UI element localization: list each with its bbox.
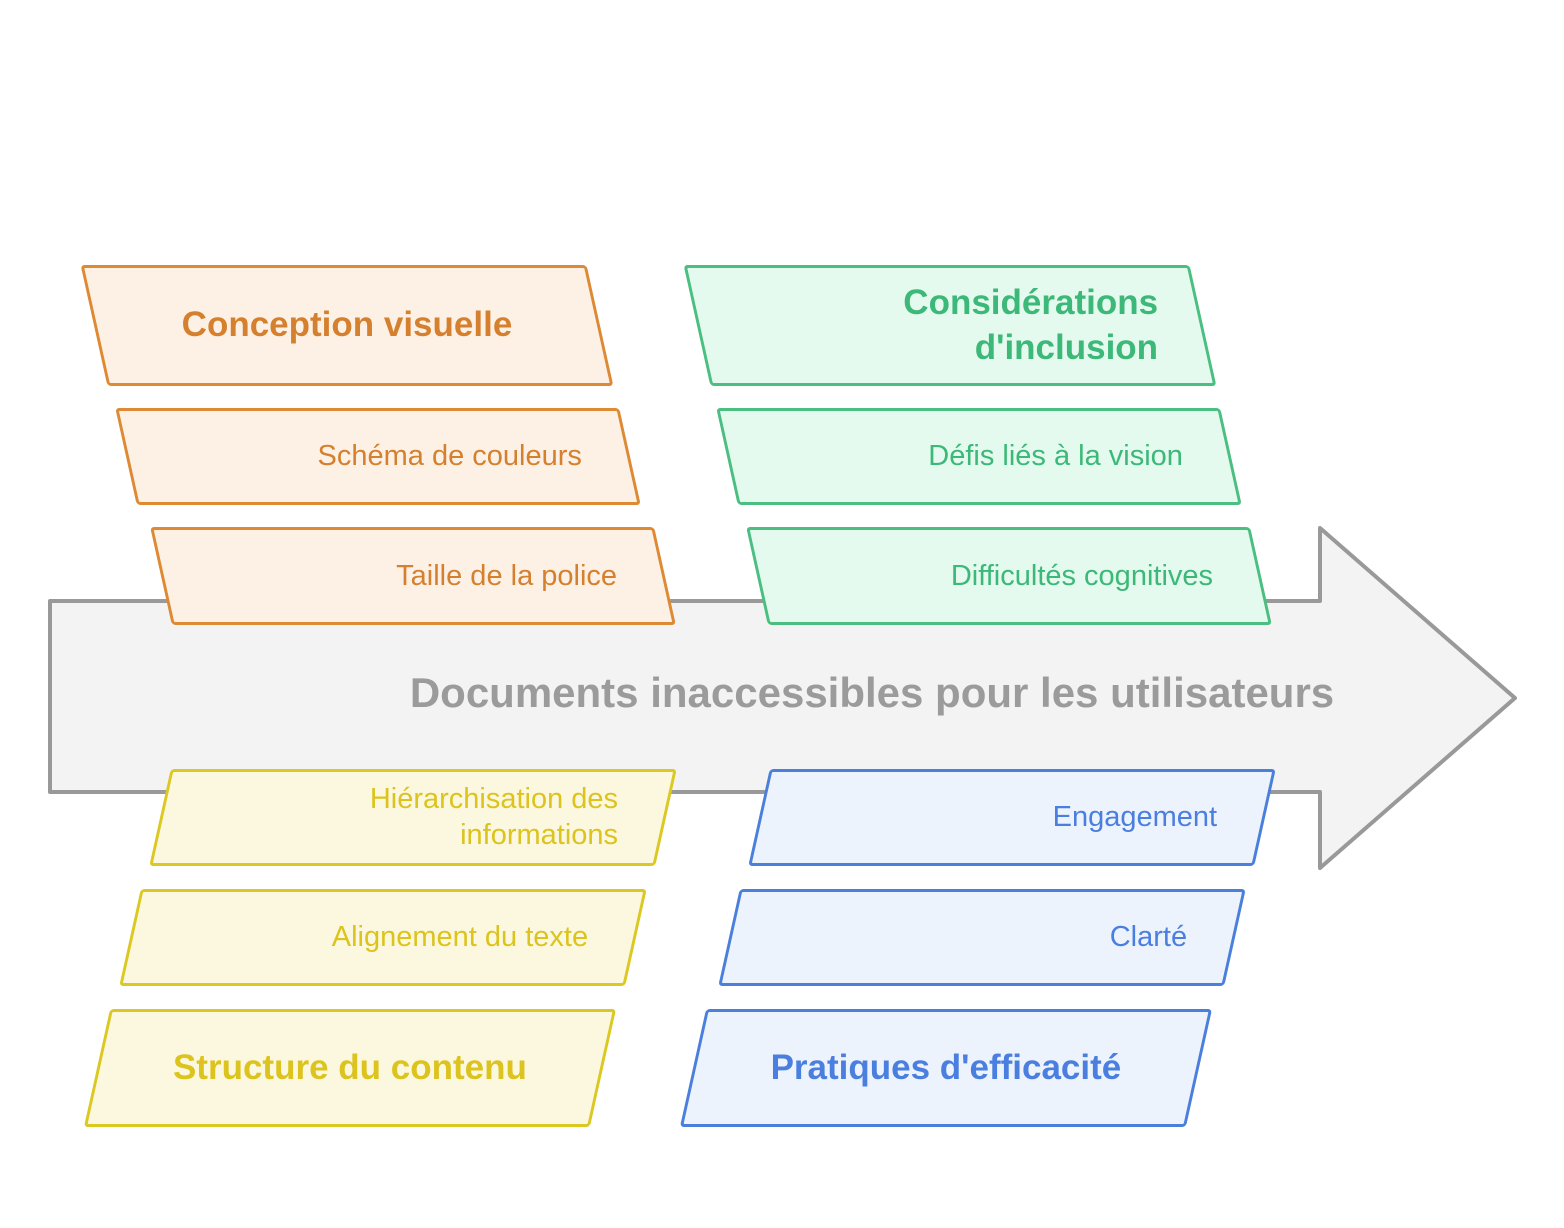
header-content-structure: Structure du contenu (83, 1009, 617, 1127)
item-cognitive-difficulties: Difficultés cognitives (746, 527, 1272, 625)
item-vision-challenges-label: Défis liés à la vision (928, 440, 1183, 473)
item-information-hierarchy-label: Hiérarchisation des informations (369, 783, 618, 852)
header-content-structure-label: Structure du contenu (173, 1047, 527, 1087)
header-inclusion-label: Considérations d'inclusion (903, 282, 1158, 367)
item-clarity-label: Clarté (1109, 921, 1187, 954)
item-text-alignment-label: Alignement du texte (331, 921, 588, 954)
problem-statement-label: Documents inaccessibles pour les utilisa… (409, 669, 1335, 716)
item-engagement-label: Engagement (1052, 801, 1217, 834)
header-efficiency-label: Pratiques d'efficacité (770, 1047, 1122, 1087)
item-information-hierarchy: Hiérarchisation des informations (149, 769, 677, 866)
header-efficiency: Pratiques d'efficacité (679, 1009, 1213, 1127)
item-font-size: Taille de la police (150, 527, 676, 625)
item-cognitive-difficulties-label: Difficultés cognitives (950, 559, 1213, 592)
item-color-scheme-label: Schéma de couleurs (317, 440, 582, 473)
header-visual-design: Conception visuelle (80, 265, 614, 386)
header-visual-design-label: Conception visuelle (181, 305, 513, 345)
item-engagement: Engagement (748, 769, 1276, 866)
item-color-scheme: Schéma de couleurs (115, 408, 641, 505)
item-clarity: Clarté (718, 889, 1246, 986)
item-vision-challenges: Défis liés à la vision (716, 408, 1242, 505)
header-inclusion: Considérations d'inclusion (683, 265, 1217, 386)
item-font-size-label: Taille de la police (396, 559, 617, 592)
item-text-alignment: Alignement du texte (119, 889, 647, 986)
